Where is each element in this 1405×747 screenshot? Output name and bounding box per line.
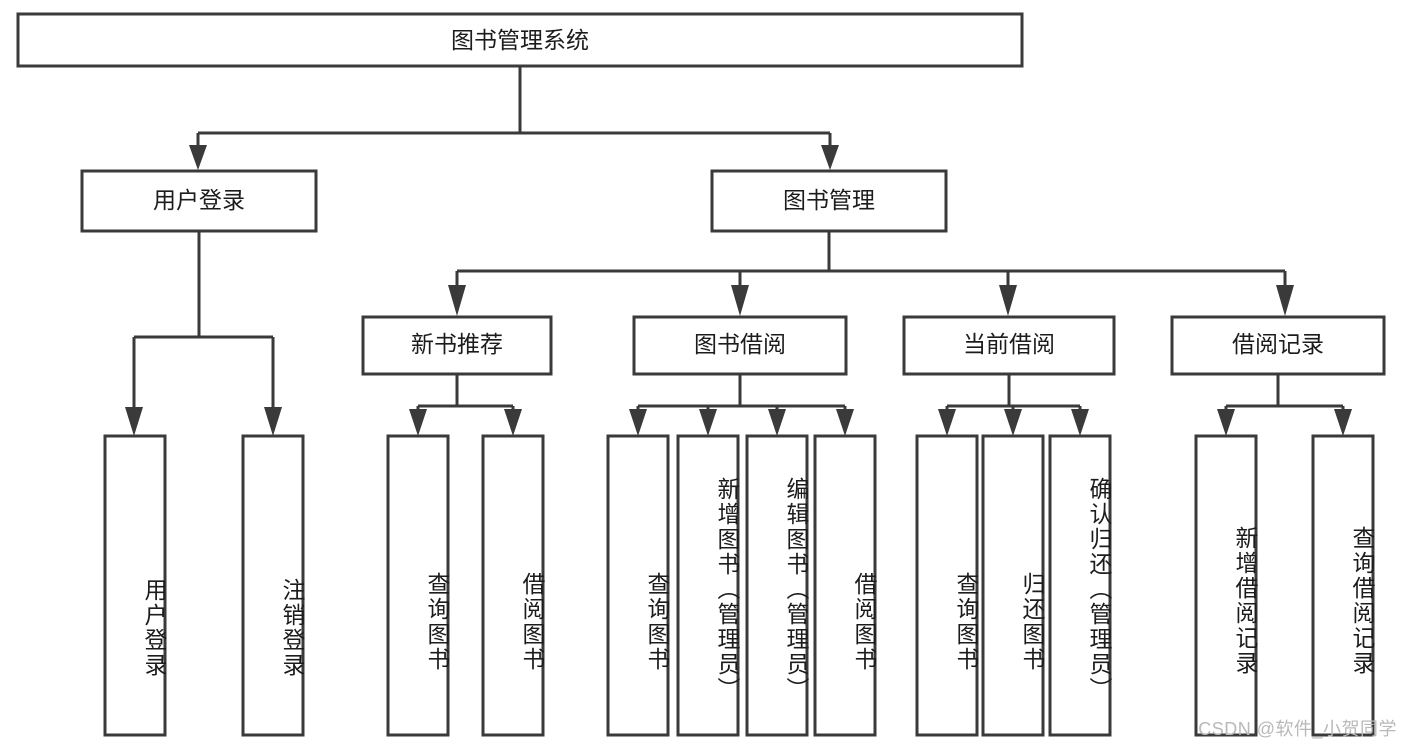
node-box-leaf-query-book-2[interactable] [606, 434, 670, 737]
node-box-leaf-borrow-book-2[interactable] [813, 434, 877, 737]
node-box-leaf-add-book[interactable] [676, 434, 740, 737]
node-box-borrow-record[interactable] [1170, 315, 1386, 376]
node-box-leaf-query-book-1[interactable] [386, 434, 450, 737]
arrow-head-leaf-query-book-1 [409, 409, 427, 436]
csdn-watermark: CSDN @软件_小贺同学 [1198, 719, 1397, 739]
arrow-head-leaf-edit-book [768, 409, 786, 436]
node-label-current-borrow: 当前借阅 [963, 331, 1055, 357]
node-box-book-manage[interactable] [710, 169, 948, 233]
arrow-head-leaf-borrow-book-1 [504, 409, 522, 436]
arrow-head-leaf-borrow-book-2 [836, 409, 854, 436]
node-box-new-book-recommend[interactable] [361, 315, 553, 376]
arrow-head-leaf-query-record [1334, 409, 1352, 436]
node-box-leaf-query-book-3[interactable] [915, 434, 979, 737]
arrow-head-current-borrow [999, 285, 1017, 316]
node-label-new-book-recommend: 新书推荐 [411, 331, 503, 357]
node-box-leaf-confirm-return[interactable] [1048, 434, 1112, 737]
node-label-user-login: 用户登录 [153, 187, 245, 213]
node-label-root: 图书管理系统 [451, 27, 589, 53]
arrow-head-leaf-add-record [1217, 409, 1235, 436]
arrow-head-leaf-user-logout [264, 407, 282, 436]
arrow-head-leaf-query-book-2 [629, 409, 647, 436]
arrow-head-leaf-query-book-3 [938, 409, 956, 436]
arrow-head-new-book-recommend [448, 285, 466, 316]
node-box-leaf-edit-book[interactable] [745, 434, 809, 737]
node-label-borrow-record: 借阅记录 [1232, 331, 1324, 357]
node-box-book-borrow[interactable] [632, 315, 848, 376]
arrow-head-leaf-return-book [1004, 409, 1022, 436]
node-box-leaf-borrow-book-1[interactable] [481, 434, 545, 737]
arrow-head-borrow-record [1276, 285, 1294, 316]
node-box-leaf-user-login[interactable] [103, 434, 167, 737]
node-box-current-borrow[interactable] [902, 315, 1116, 376]
arrow-head-book-manage [821, 145, 839, 170]
arrow-head-user-login [189, 145, 207, 170]
node-label-book-borrow: 图书借阅 [694, 331, 786, 357]
arrow-head-leaf-add-book [699, 409, 717, 436]
node-box-leaf-query-record[interactable] [1311, 434, 1375, 737]
node-box-root[interactable] [16, 12, 1024, 68]
arrow-head-book-borrow [731, 285, 749, 316]
node-label-book-manage: 图书管理 [783, 187, 875, 213]
node-box-leaf-return-book[interactable] [981, 434, 1045, 737]
node-box-leaf-user-logout[interactable] [241, 434, 305, 737]
node-box-leaf-add-record[interactable] [1194, 434, 1258, 737]
arrow-head-leaf-user-login [125, 407, 143, 436]
arrow-head-leaf-confirm-return [1071, 409, 1089, 436]
